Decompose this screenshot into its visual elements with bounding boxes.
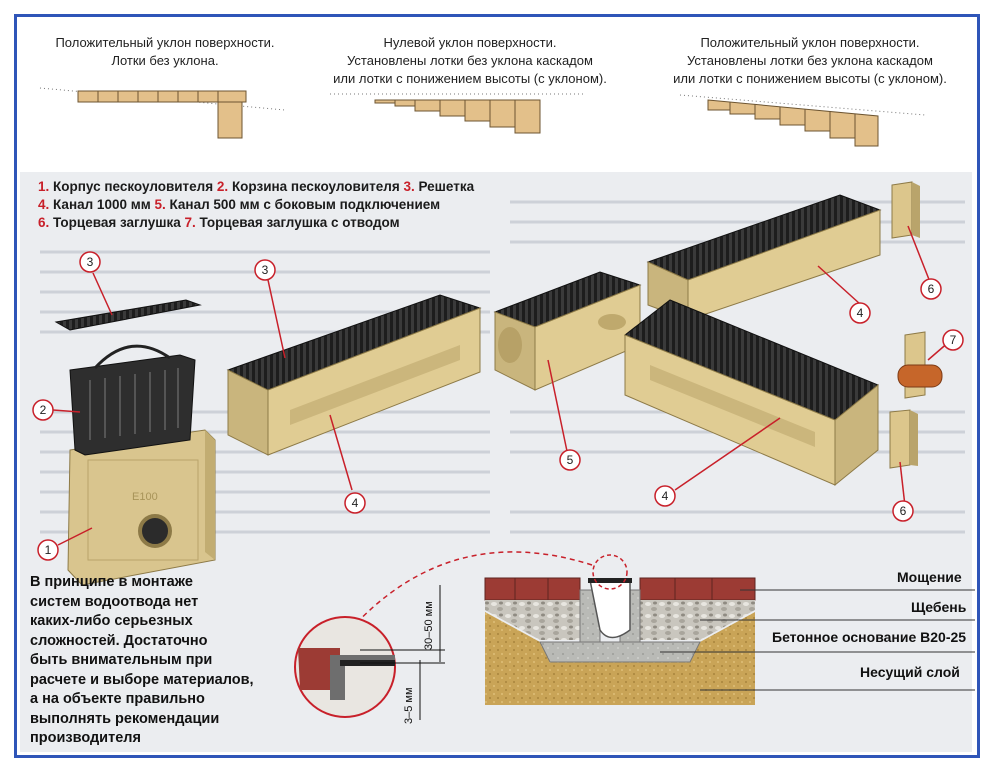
legend-label: Корзина пескоуловителя [231, 179, 400, 194]
legend-label: Торцевая заглушка с отводом [199, 215, 400, 230]
badge-6: 6 [892, 500, 914, 522]
slope-diagram-2 [330, 93, 585, 134]
badge-5: 5 [559, 449, 581, 471]
legend-number: 2. [216, 179, 229, 194]
parts-legend: 1. Корпус пескоуловителя 2. Корзина песк… [38, 178, 474, 232]
svg-text:6: 6 [900, 504, 907, 518]
slope-caption-1: Положительный уклон поверхности. Лотки б… [55, 35, 275, 68]
badge-4: 4 [849, 302, 871, 324]
svg-text:7: 7 [950, 333, 957, 347]
image-frame [14, 14, 980, 758]
dimension-bottom-gap: 3–5 мм [403, 687, 415, 724]
legend-line-1: 1. Корпус пескоуловителя 2. Корзина песк… [38, 178, 474, 196]
legend-label: Канал 500 мм с боковым подключением [169, 197, 441, 212]
svg-text:6: 6 [928, 282, 935, 296]
sand-trap-housing: E100 [67, 429, 216, 586]
callout-leaders [52, 225, 951, 546]
badge-1: 1 [37, 539, 59, 561]
legend-label: Торцевая заглушка [53, 215, 181, 230]
legend-label: Решетка [418, 179, 475, 194]
legend-number: 4. [38, 197, 50, 212]
slope-caption-2: Нулевой уклон поверхности. Установлены л… [333, 35, 607, 86]
badge-3: 3 [254, 259, 276, 281]
svg-text:4: 4 [662, 489, 669, 503]
installation-note: В принципе в монтаже систем водоотвода н… [30, 574, 254, 746]
channel-500 [493, 271, 642, 391]
legend-number: 1. [38, 179, 50, 194]
zoom-detail: 30–50 мм 3–5 мм [294, 585, 445, 724]
badge-4: 4 [344, 492, 366, 514]
legend-number: 6. [38, 215, 50, 230]
installation-cross-section [349, 551, 975, 705]
svg-text:1: 1 [45, 543, 52, 557]
legend-number: 7. [184, 215, 196, 230]
layer-label-paving: Мощение [897, 569, 962, 585]
end-cap-top [891, 181, 920, 239]
legend-number: 3. [403, 179, 415, 194]
housing-marking: E100 [132, 491, 158, 503]
grate-small [54, 299, 202, 331]
end-cap-bottom [889, 409, 918, 469]
legend-label: Канал 1000 мм [53, 197, 151, 212]
legend-label: Корпус пескоуловителя [53, 179, 214, 194]
svg-text:3: 3 [262, 263, 269, 277]
svg-text:2: 2 [40, 403, 47, 417]
badge-2: 2 [32, 399, 54, 421]
channel-1000-bottom [624, 299, 879, 487]
slope-diagram-1 [39, 87, 286, 139]
sand-trap-basket [69, 344, 196, 456]
slope-caption-3: Положительный уклон поверхности. Установ… [673, 35, 947, 86]
channel-1000-left [226, 294, 482, 456]
badge-3: 3 [79, 251, 101, 273]
channel-1000-top [646, 194, 882, 321]
badge-6: 6 [920, 278, 942, 300]
badge-4: 4 [654, 485, 676, 507]
end-cap-with-outlet [897, 331, 943, 399]
legend-line-3: 6. Торцевая заглушка 7. Торцевая заглушк… [38, 214, 474, 232]
slope-diagram-3 [679, 94, 926, 147]
slope-diagrams [39, 87, 926, 147]
layer-label-concrete-base: Бетонное основание В20-25 [772, 629, 967, 645]
svg-text:4: 4 [352, 496, 359, 510]
layer-label-load-bearing: Несущий слой [860, 664, 960, 680]
layer-label-gravel: Щебень [911, 599, 967, 615]
dimension-top-gap: 30–50 мм [423, 601, 435, 650]
svg-text:3: 3 [87, 255, 94, 269]
svg-text:4: 4 [857, 306, 864, 320]
svg-text:5: 5 [567, 453, 574, 467]
badge-7: 7 [942, 329, 964, 351]
legend-number: 5. [154, 197, 166, 212]
legend-line-2: 4. Канал 1000 мм 5. Канал 500 мм с боков… [38, 196, 474, 214]
